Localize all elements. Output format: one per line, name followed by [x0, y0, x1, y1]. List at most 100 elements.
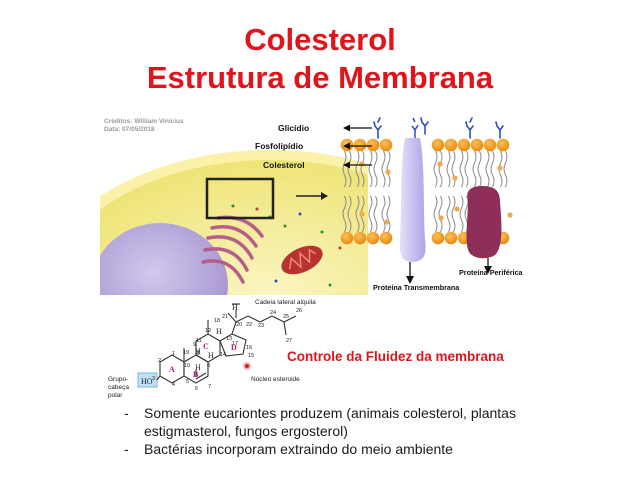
- bullet-item: - Somente eucariontes produzem (animais …: [120, 404, 540, 440]
- phospholipid-tail: [485, 150, 490, 188]
- phospholipid-head: [457, 138, 471, 152]
- phospholipid-tail: [490, 150, 495, 188]
- phospholipid-tail: [472, 150, 477, 188]
- phospholipid-tail: [355, 150, 360, 188]
- phospholipid-tail: [446, 195, 451, 233]
- carbon-number: 10: [184, 363, 190, 369]
- nucleus: [100, 223, 228, 295]
- carbon-number: 3: [152, 376, 155, 382]
- mitochondrion: [281, 245, 323, 275]
- carbon-number: 1: [172, 351, 175, 357]
- carbon-number: 24: [270, 310, 276, 316]
- cholesterol-marker: [507, 212, 513, 218]
- carbon-number: 23: [258, 323, 264, 329]
- phospholipid-tail: [433, 150, 438, 188]
- credits-date: Data: 07/05/2018: [104, 126, 155, 133]
- carbon-number: 11: [196, 338, 202, 344]
- phospholipid-head: [353, 138, 367, 152]
- label-head-group-1: Grupo-: [108, 376, 128, 383]
- phospholipid-head: [340, 231, 354, 245]
- fluidity-caption: Controle da Fluidez da membrana: [287, 349, 504, 364]
- carbon-number: 22: [246, 322, 252, 328]
- label-fosfolipidio: Fosfolipídio: [255, 141, 303, 151]
- phospholipid-tail: [355, 195, 360, 233]
- glycans: [373, 117, 504, 139]
- slide-title-line1: Colesterol: [244, 22, 396, 57]
- label-head-group-3: polar: [108, 392, 123, 399]
- credits-author: Créditos: William Vinicius: [104, 118, 184, 125]
- label-glicidio: Glicídio: [278, 123, 309, 133]
- phospholipid-tail: [459, 150, 464, 188]
- label-hydroxyl: HO: [141, 377, 153, 386]
- carbon-number: 12: [205, 328, 211, 334]
- phospholipid-tail: [433, 195, 438, 233]
- label-head-group-2: cabeça: [108, 384, 129, 391]
- cholesterol-marker: [384, 219, 390, 225]
- phospholipid-tail: [386, 150, 391, 188]
- phospholipid-head: [379, 138, 393, 152]
- cholesterol-marker: [359, 161, 365, 167]
- label-ring-c: C: [203, 342, 209, 351]
- bullet-text: Somente eucariontes produzem (animais co…: [144, 405, 516, 439]
- bullet-list: - Somente eucariontes produzem (animais …: [120, 404, 540, 458]
- phospholipid-head: [483, 138, 497, 152]
- phospholipid-tail: [373, 150, 378, 188]
- heads-top: [340, 138, 510, 152]
- phospholipid-tail: [451, 195, 456, 233]
- phospholipid-tail: [503, 150, 508, 188]
- phospholipid-tail: [368, 195, 373, 233]
- carbon-number: 14: [220, 352, 226, 358]
- phospholipid-head: [496, 138, 510, 152]
- label-h-8: H: [208, 351, 214, 360]
- label-h-9: H: [195, 347, 201, 356]
- label-peripheral-protein: Proteína Periférica: [459, 268, 524, 277]
- phospholipid-head: [470, 138, 484, 152]
- cholesterol-marker: [438, 215, 444, 221]
- carbon-number: 25: [283, 314, 289, 320]
- phospholipid-head: [444, 231, 458, 245]
- label-colesterol: Colesterol: [263, 160, 305, 170]
- cholesterol-marker: [385, 169, 391, 175]
- carbon-number: 27: [286, 338, 292, 344]
- phospholipid-head: [379, 231, 393, 245]
- label-ring-b: B: [193, 370, 199, 379]
- golgi-apparatus: [201, 215, 264, 284]
- cholesterol-marker: [452, 175, 458, 181]
- phospholipid-tail: [347, 150, 352, 188]
- carbon-number: 5: [186, 379, 189, 385]
- phospholipid-tail: [368, 150, 373, 188]
- cholesterol-marker: [454, 206, 460, 212]
- carbon-number: 2: [158, 358, 161, 364]
- phospholipid-tail: [459, 195, 464, 233]
- phospholipid-tail: [381, 150, 386, 188]
- molecule-labels: Cadeia lateral alquila Núcleo esteroide …: [108, 299, 316, 399]
- phospholipid-head: [353, 231, 367, 245]
- label-h-13: H: [216, 327, 222, 336]
- phospholipid-tail: [347, 195, 352, 233]
- carbon-number: 26: [296, 308, 302, 314]
- phospholipid-tail: [451, 150, 456, 188]
- carbon-number: 9: [193, 342, 196, 348]
- phospholipid-tail: [438, 150, 443, 188]
- carbon-number: 7: [208, 384, 211, 390]
- phospholipid-head: [366, 138, 380, 152]
- cell-cutaway: [100, 150, 368, 295]
- label-h-5: H: [195, 363, 201, 372]
- organelle-dots: [231, 204, 342, 287]
- phospholipid-tail: [464, 150, 469, 188]
- label-ring-a: A: [169, 365, 175, 374]
- label-transmembrane-protein: Proteína Transmembrana: [373, 283, 460, 292]
- label-ring-d: D: [231, 343, 237, 352]
- carbon-number: 4: [172, 382, 175, 388]
- transmembrane-protein: [399, 117, 426, 284]
- phospholipid-head: [366, 231, 380, 245]
- cholesterol-marker: [437, 161, 443, 167]
- phospholipid-tail: [373, 195, 378, 233]
- carbon-number: 20: [236, 322, 242, 328]
- bullet-marker: -: [124, 405, 129, 421]
- label-steroid-nucleus: Núcleo esteroide: [251, 376, 300, 383]
- phospholipid-tail: [438, 195, 443, 233]
- phospholipid-tail: [360, 150, 365, 188]
- label-side-chain: Cadeia lateral alquila: [255, 299, 316, 306]
